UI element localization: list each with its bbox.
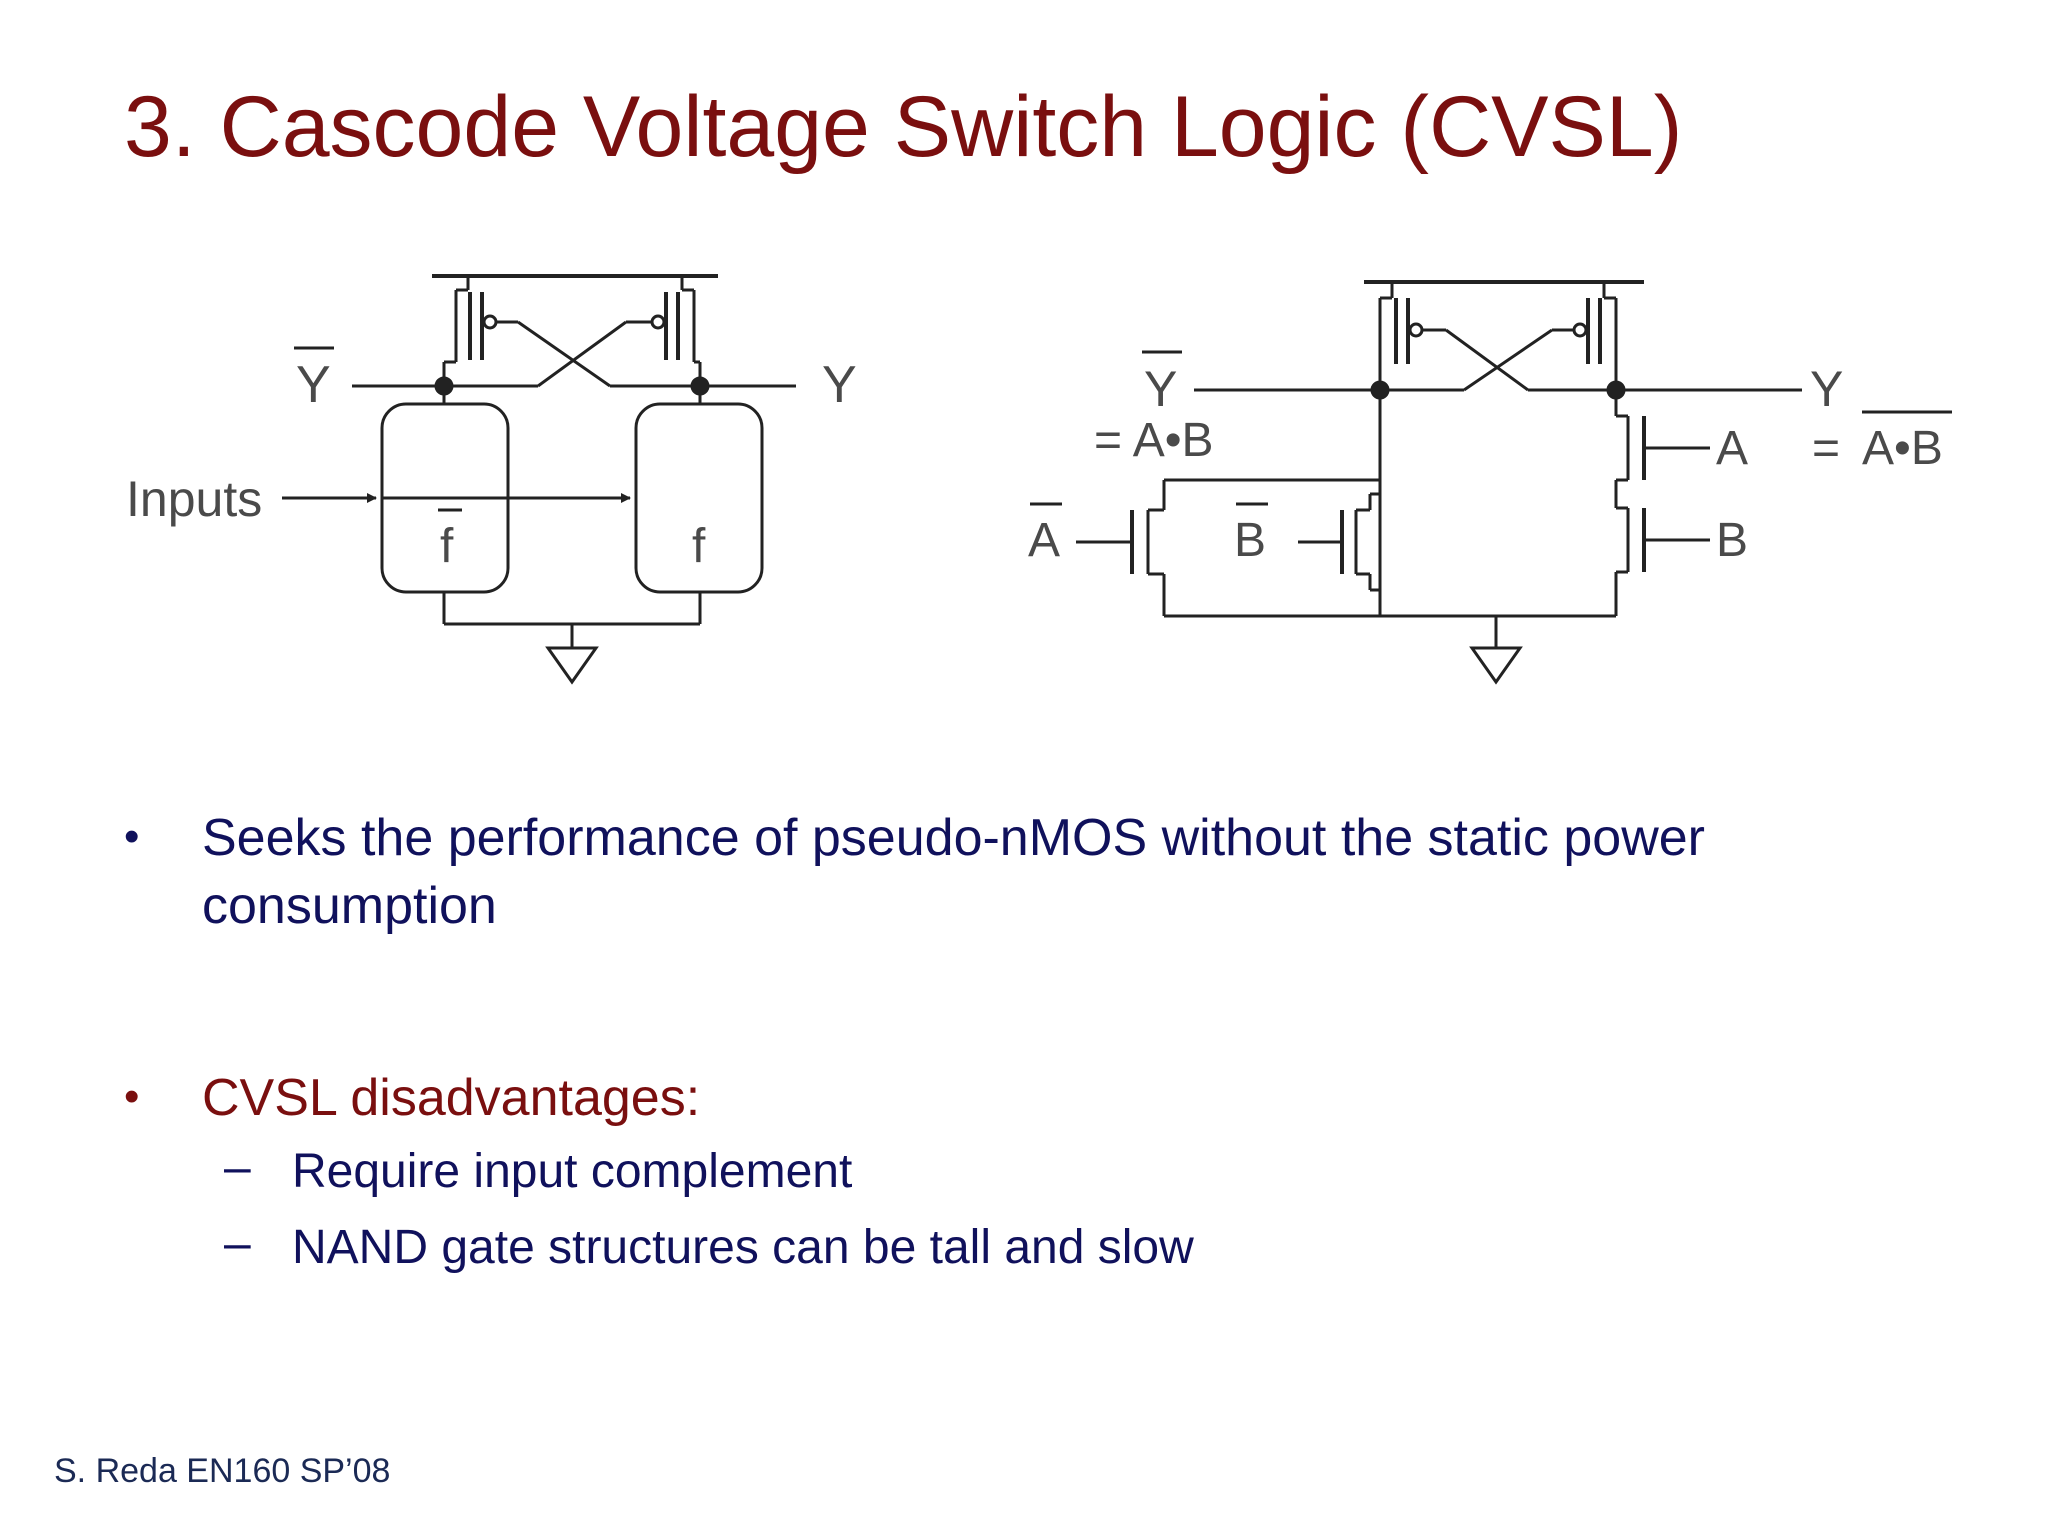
bullet-text-line1: Seeks the performance of pseudo-nMOS wit…: [202, 809, 1705, 867]
bullet-text-line2: consumption: [202, 877, 497, 935]
a-bar-label: A: [1028, 514, 1060, 567]
bullet-marker: •: [124, 1072, 140, 1121]
right-y-label: Y: [1810, 361, 1843, 417]
f-label: f: [692, 520, 706, 573]
dash-marker: –: [224, 1141, 251, 1194]
bullet-text-line1: CVSL disadvantages:: [202, 1069, 701, 1127]
inputs-label: Inputs: [126, 471, 262, 527]
right-y-equation-prefix: =: [1812, 422, 1840, 475]
sub-bullet-text: NAND gate structures can be tall and slo…: [292, 1221, 1194, 1274]
slide-footer: S. Reda EN160 SP’08: [54, 1452, 391, 1490]
right-y-bar-label: Y: [1144, 361, 1177, 417]
left-y-label: Y: [822, 356, 857, 414]
a-label: A: [1716, 422, 1748, 475]
sub-bullet-text: Require input complement: [292, 1145, 853, 1198]
right-y-equation-body: A•B: [1862, 422, 1943, 475]
slide-title: 3. Cascode Voltage Switch Logic (CVSL): [124, 79, 1683, 175]
right-y-bar-equation: = A•B: [1094, 414, 1214, 467]
f-bar-label: f: [440, 520, 454, 573]
b-bar-label: B: [1234, 514, 1266, 567]
generic-cvsl-diagram: [282, 274, 796, 685]
left-y-bar-label: Y: [296, 356, 331, 414]
dash-marker: –: [224, 1217, 251, 1270]
b-label: B: [1716, 514, 1748, 567]
nand-and-cvsl-diagram: [1030, 280, 1952, 685]
bullet-marker: •: [124, 812, 140, 861]
